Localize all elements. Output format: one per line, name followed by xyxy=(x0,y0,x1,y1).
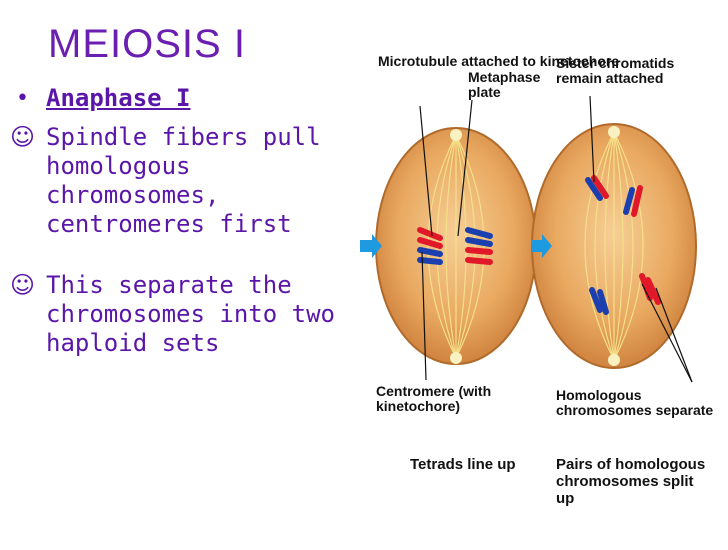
smiley-icon: ☺ xyxy=(10,123,36,151)
caption-pairs-split: Pairs of homologous chromosomes split up xyxy=(556,456,706,507)
centrosome-left-bottom xyxy=(450,352,462,364)
bullet-separate: ☺ This separate the chromosomes into two… xyxy=(10,271,340,358)
tetrad-left-1 xyxy=(417,227,443,265)
bullet-text: Anaphase I xyxy=(46,84,191,112)
meiosis-diagram-svg xyxy=(360,95,697,383)
smiley-icon: ☺ xyxy=(10,271,36,299)
centrosome-right-bottom xyxy=(608,354,620,366)
bullet-text: Spindle fibers pull homologous chromosom… xyxy=(46,123,321,238)
label-metaphase-plate: Metaphase plate xyxy=(468,69,541,100)
label-homologous-separate: Homologous chromosomes separate xyxy=(556,387,714,418)
arrow-left-icon xyxy=(360,234,382,258)
chromosomes-upper xyxy=(585,175,643,217)
bullet-spindle: ☺ Spindle fibers pull homologous chromos… xyxy=(10,123,340,239)
chromosomes-lower xyxy=(589,273,661,315)
pointer-lines xyxy=(419,95,693,383)
bullet-dot-icon: • xyxy=(16,86,29,111)
label-centromere: Centromere (with kinetochore) xyxy=(376,383,492,414)
label-microtubule: Microtubule attached to kinetochore xyxy=(378,53,620,69)
bullet-anaphase: • Anaphase I xyxy=(10,84,340,113)
spindle-fibers-right xyxy=(584,131,644,361)
tetrad-left-2 xyxy=(465,227,493,265)
meiosis-diagram: Microtubule attached to kinetochore Meta… xyxy=(360,40,728,546)
label-sister-chromatids: Sister chromatids remain attached xyxy=(556,55,675,86)
caption-tetrads: Tetrads line up xyxy=(410,456,516,473)
bullet-list: • Anaphase I ☺ Spindle fibers pull homol… xyxy=(10,84,340,364)
slide-title: MEIOSIS I xyxy=(48,22,246,66)
centrosome-right-top xyxy=(608,126,620,138)
centrosome-left-top xyxy=(450,129,462,141)
bullet-text: This separate the chromosomes into two h… xyxy=(46,271,335,357)
arrow-middle-icon xyxy=(532,234,552,258)
